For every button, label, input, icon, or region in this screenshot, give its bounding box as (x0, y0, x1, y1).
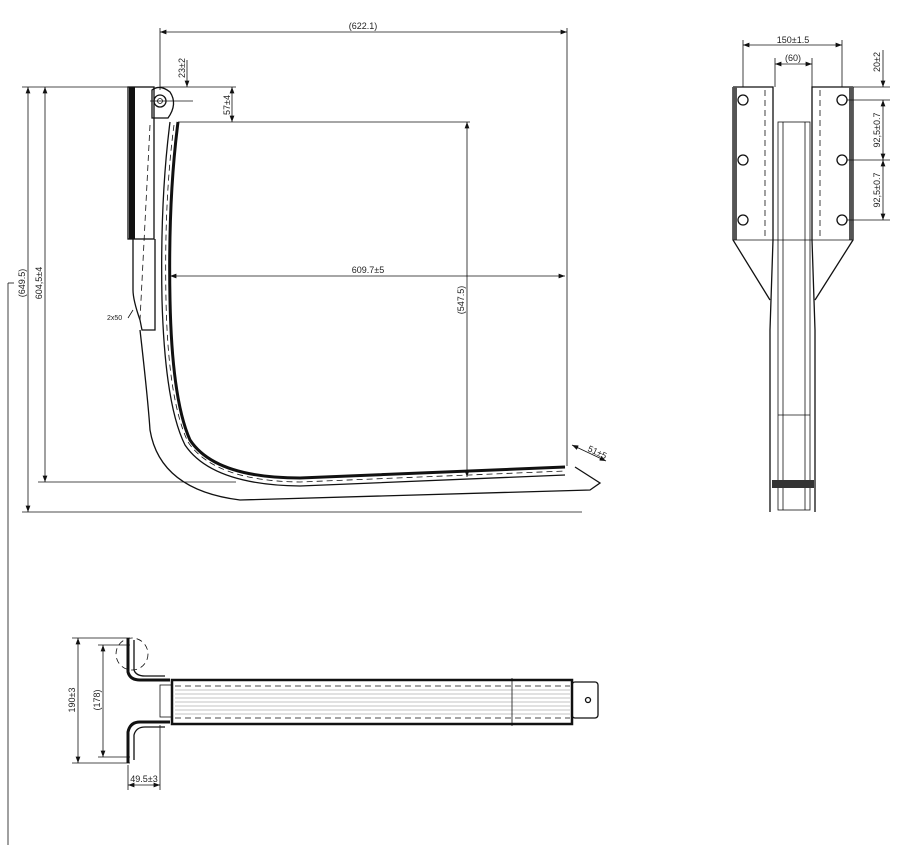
dim-top-to-hole: 20±2 (872, 52, 882, 72)
end-tab (571, 681, 599, 719)
dim-chamfer: 2x50 (107, 315, 122, 322)
dim-flange-height: 190±3 (67, 688, 77, 713)
mounting-plate (127, 86, 156, 331)
dim-pivot-drop: 57±4 (222, 95, 232, 115)
dim-hole-pitch-1: 92,5±0.7 (872, 113, 882, 148)
dim-plate-width: 150±1.5 (777, 35, 809, 45)
inner-arm (168, 121, 566, 480)
tube (170, 678, 574, 726)
dim-overall-height: (649.5) (17, 269, 27, 298)
dim-inner-height: (547.5) (456, 286, 466, 315)
front-view: 150±1.5 (60) 20±2 92,5±0.7 92,5±0.7 (732, 35, 890, 512)
dim-channel-width: (60) (785, 53, 801, 63)
dim-hole-pitch-2: 92,5±0.7 (872, 173, 882, 208)
side-view: (622.1) 23±2 57±4 (547.5) 609.7±5 (649.5… (7, 21, 608, 845)
dim-height-tol: 604,5±4 (34, 267, 44, 299)
dim-flange-depth: 49.5±3 (130, 774, 157, 784)
top-view: 190±3 (178) 49.5±3 (67, 637, 599, 790)
pivot-lug (150, 86, 193, 119)
dim-flange-inner: (178) (92, 689, 102, 710)
detail-circle (115, 637, 149, 671)
dim-overall-width: (622.1) (349, 21, 378, 31)
dim-tip-length: 51±5 (586, 444, 608, 462)
mounting-holes (737, 94, 848, 226)
dim-top-offset: 23±2 (177, 58, 187, 78)
dim-inner-width: 609.7±5 (352, 265, 384, 275)
outer-arm (139, 329, 602, 501)
